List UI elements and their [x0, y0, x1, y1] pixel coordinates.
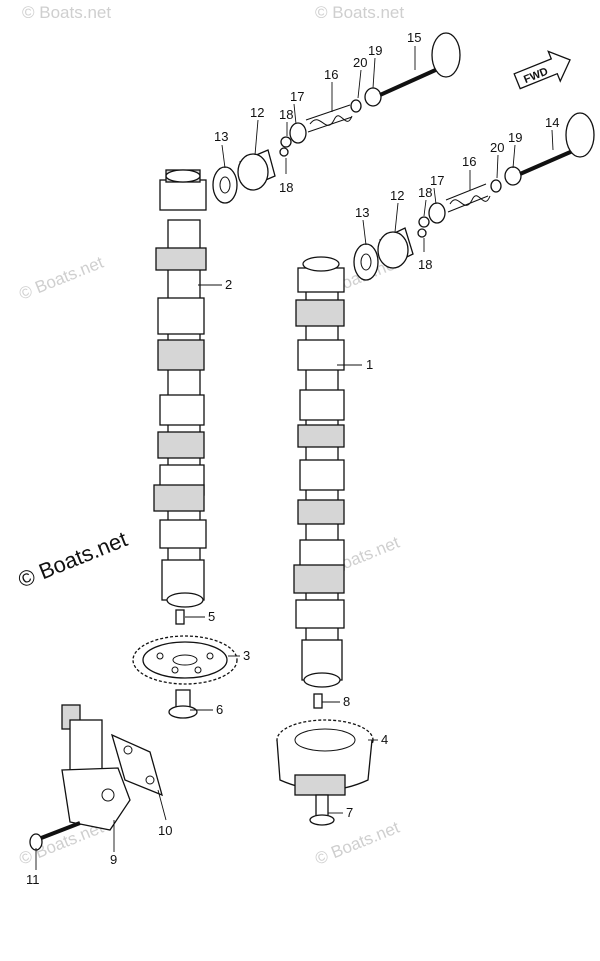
- callout-13-lower: 13: [355, 205, 369, 220]
- sprocket-gear: [132, 635, 238, 685]
- callout-12-upper: 12: [250, 105, 264, 120]
- callout-6: 6: [216, 702, 223, 717]
- watermark: © Boats.net: [315, 3, 404, 22]
- bolt-right: [309, 794, 335, 826]
- callout-19-lower: 19: [508, 130, 522, 145]
- callout-15: 15: [407, 30, 421, 45]
- callout-7: 7: [346, 805, 353, 820]
- callout-13-upper: 13: [214, 129, 228, 144]
- callout-8: 8: [343, 694, 350, 709]
- leader-lines: [35, 46, 554, 870]
- bolt-left: [168, 689, 198, 719]
- watermark: © Boats.net: [16, 253, 106, 304]
- callout-11: 11: [26, 872, 40, 887]
- callout-18-lower-b: 18: [418, 257, 432, 272]
- callout-19-upper: 19: [368, 43, 382, 58]
- callout-16-lower: 16: [462, 154, 476, 169]
- callout-1: 1: [366, 357, 373, 372]
- callout-20-lower: 20: [490, 140, 504, 155]
- camshaft-left: [153, 169, 207, 608]
- callout-9: 9: [110, 852, 117, 867]
- watermark-main: © Boats.net: [15, 526, 131, 592]
- oil-control-valve: [61, 704, 131, 831]
- callout-14: 14: [545, 115, 559, 130]
- gasket: [110, 733, 163, 797]
- dowel-pin-right: [313, 693, 323, 709]
- vvt-actuator: [276, 719, 374, 796]
- callout-18-lower-a: 18: [418, 185, 432, 200]
- callout-10: 10: [158, 823, 172, 838]
- camshaft-right: [293, 256, 345, 688]
- callout-labels: 1 2 3 4 5 6 7 8 9 10 11 12 12 13 13 14 1…: [26, 30, 559, 887]
- dowel-pin-left: [175, 609, 185, 625]
- callout-2: 2: [225, 277, 232, 292]
- callout-3: 3: [243, 648, 250, 663]
- callout-12-lower: 12: [390, 188, 404, 203]
- callout-18-upper-b: 18: [279, 180, 293, 195]
- callout-16-upper: 16: [324, 67, 338, 82]
- callout-18-upper-a: 18: [279, 107, 293, 122]
- callout-17-lower: 17: [430, 173, 444, 188]
- fwd-arrow-icon: FWD: [513, 50, 571, 90]
- watermark: © Boats.net: [22, 3, 111, 22]
- valve-train-lower: [353, 112, 595, 281]
- callout-17-upper: 17: [290, 89, 304, 104]
- callout-4: 4: [381, 732, 388, 747]
- bolt-small: [29, 821, 81, 851]
- callout-20-upper: 20: [353, 55, 367, 70]
- callout-5: 5: [208, 609, 215, 624]
